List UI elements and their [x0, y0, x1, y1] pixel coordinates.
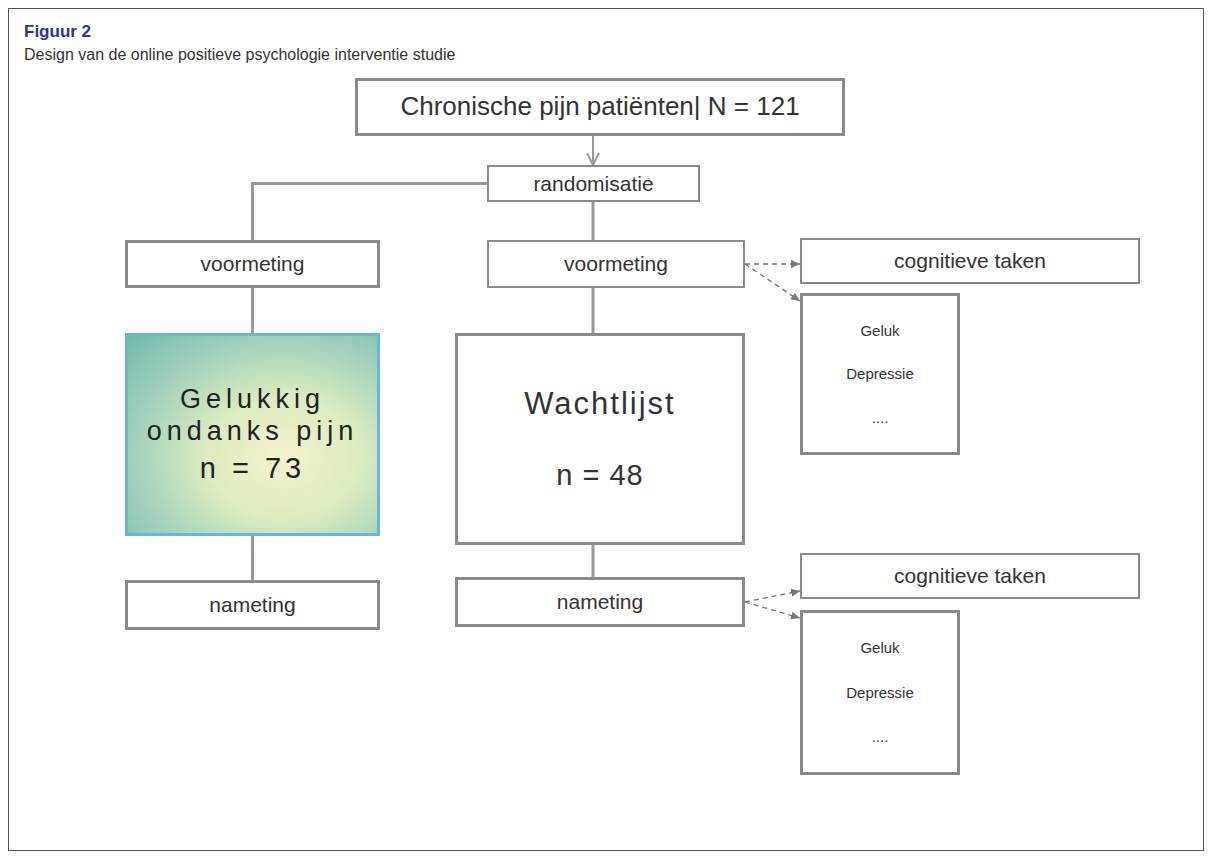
dashed-connector: [745, 264, 800, 301]
task-box: cognitieve taken: [800, 238, 1140, 284]
box-label: Chronische pijn patiënten| N = 121: [400, 91, 799, 122]
box-label: Geluk: [860, 322, 899, 340]
figure-caption: Design van de online positieve psycholog…: [24, 46, 455, 64]
measurement-box: voormeting: [487, 240, 745, 288]
dashed-connector: [745, 602, 800, 618]
box-label: nameting: [557, 589, 643, 614]
box-label: n = 48: [556, 458, 643, 493]
intervention-box: Gelukkig ondanks pijnn = 73: [125, 333, 380, 536]
connector-line: [592, 202, 595, 240]
connector-line: [253, 184, 488, 241]
connector-line: [251, 536, 254, 580]
task-box: cognitieve taken: [800, 553, 1140, 599]
box-label: Geluk: [860, 639, 899, 657]
box-label: ....: [872, 409, 889, 427]
box-label: cognitieve taken: [894, 563, 1046, 588]
box-label: n = 73: [200, 451, 305, 486]
measure-list-box: GelukDepressie....: [800, 610, 960, 775]
measurement-box: nameting: [455, 577, 745, 627]
box-label: nameting: [209, 592, 295, 617]
box-label: voormeting: [564, 251, 668, 276]
dashed-connector: [745, 263, 800, 264]
measurement-box: voormeting: [125, 240, 380, 288]
box-label: Gelukkig ondanks pijn: [145, 383, 360, 448]
connector-line: [592, 288, 595, 333]
box-label: ....: [872, 728, 889, 746]
box-label: Depressie: [846, 684, 914, 702]
connector-line: [251, 288, 254, 333]
measurement-box: nameting: [125, 580, 380, 630]
box-label: Wachtlijst: [524, 385, 675, 422]
box-label: cognitieve taken: [894, 248, 1046, 273]
connector-line: [592, 545, 595, 577]
population-box: Chronische pijn patiënten| N = 121: [355, 78, 845, 136]
box-label: Depressie: [846, 365, 914, 383]
randomisation-box: randomisatie: [487, 165, 700, 202]
connector-line: [592, 136, 594, 165]
measure-list-box: GelukDepressie....: [800, 293, 960, 455]
box-label: randomisatie: [533, 171, 653, 196]
figure-title: Figuur 2: [24, 22, 91, 42]
box-label: voormeting: [201, 251, 305, 276]
dashed-connector: [745, 591, 800, 602]
waitlist-box: Wachtlijst n = 48: [455, 333, 745, 545]
